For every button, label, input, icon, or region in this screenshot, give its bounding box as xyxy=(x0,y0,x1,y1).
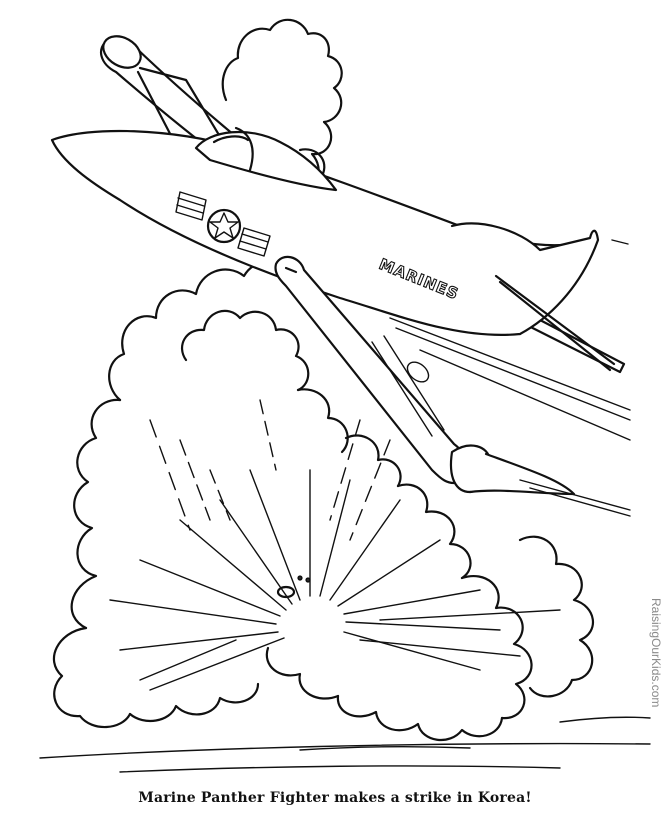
watermark: RaisingOurKids.com xyxy=(647,598,665,768)
upper-cloud xyxy=(221,18,343,188)
caption: Marine Panther Fighter makes a strike in… xyxy=(138,790,532,806)
explosion-cloud xyxy=(39,260,651,773)
roundel-icon xyxy=(175,191,271,257)
watermark-text: RaisingOurKids.com xyxy=(649,598,663,708)
burst-lines xyxy=(109,399,561,691)
panther-jet: MARINES xyxy=(50,35,631,517)
